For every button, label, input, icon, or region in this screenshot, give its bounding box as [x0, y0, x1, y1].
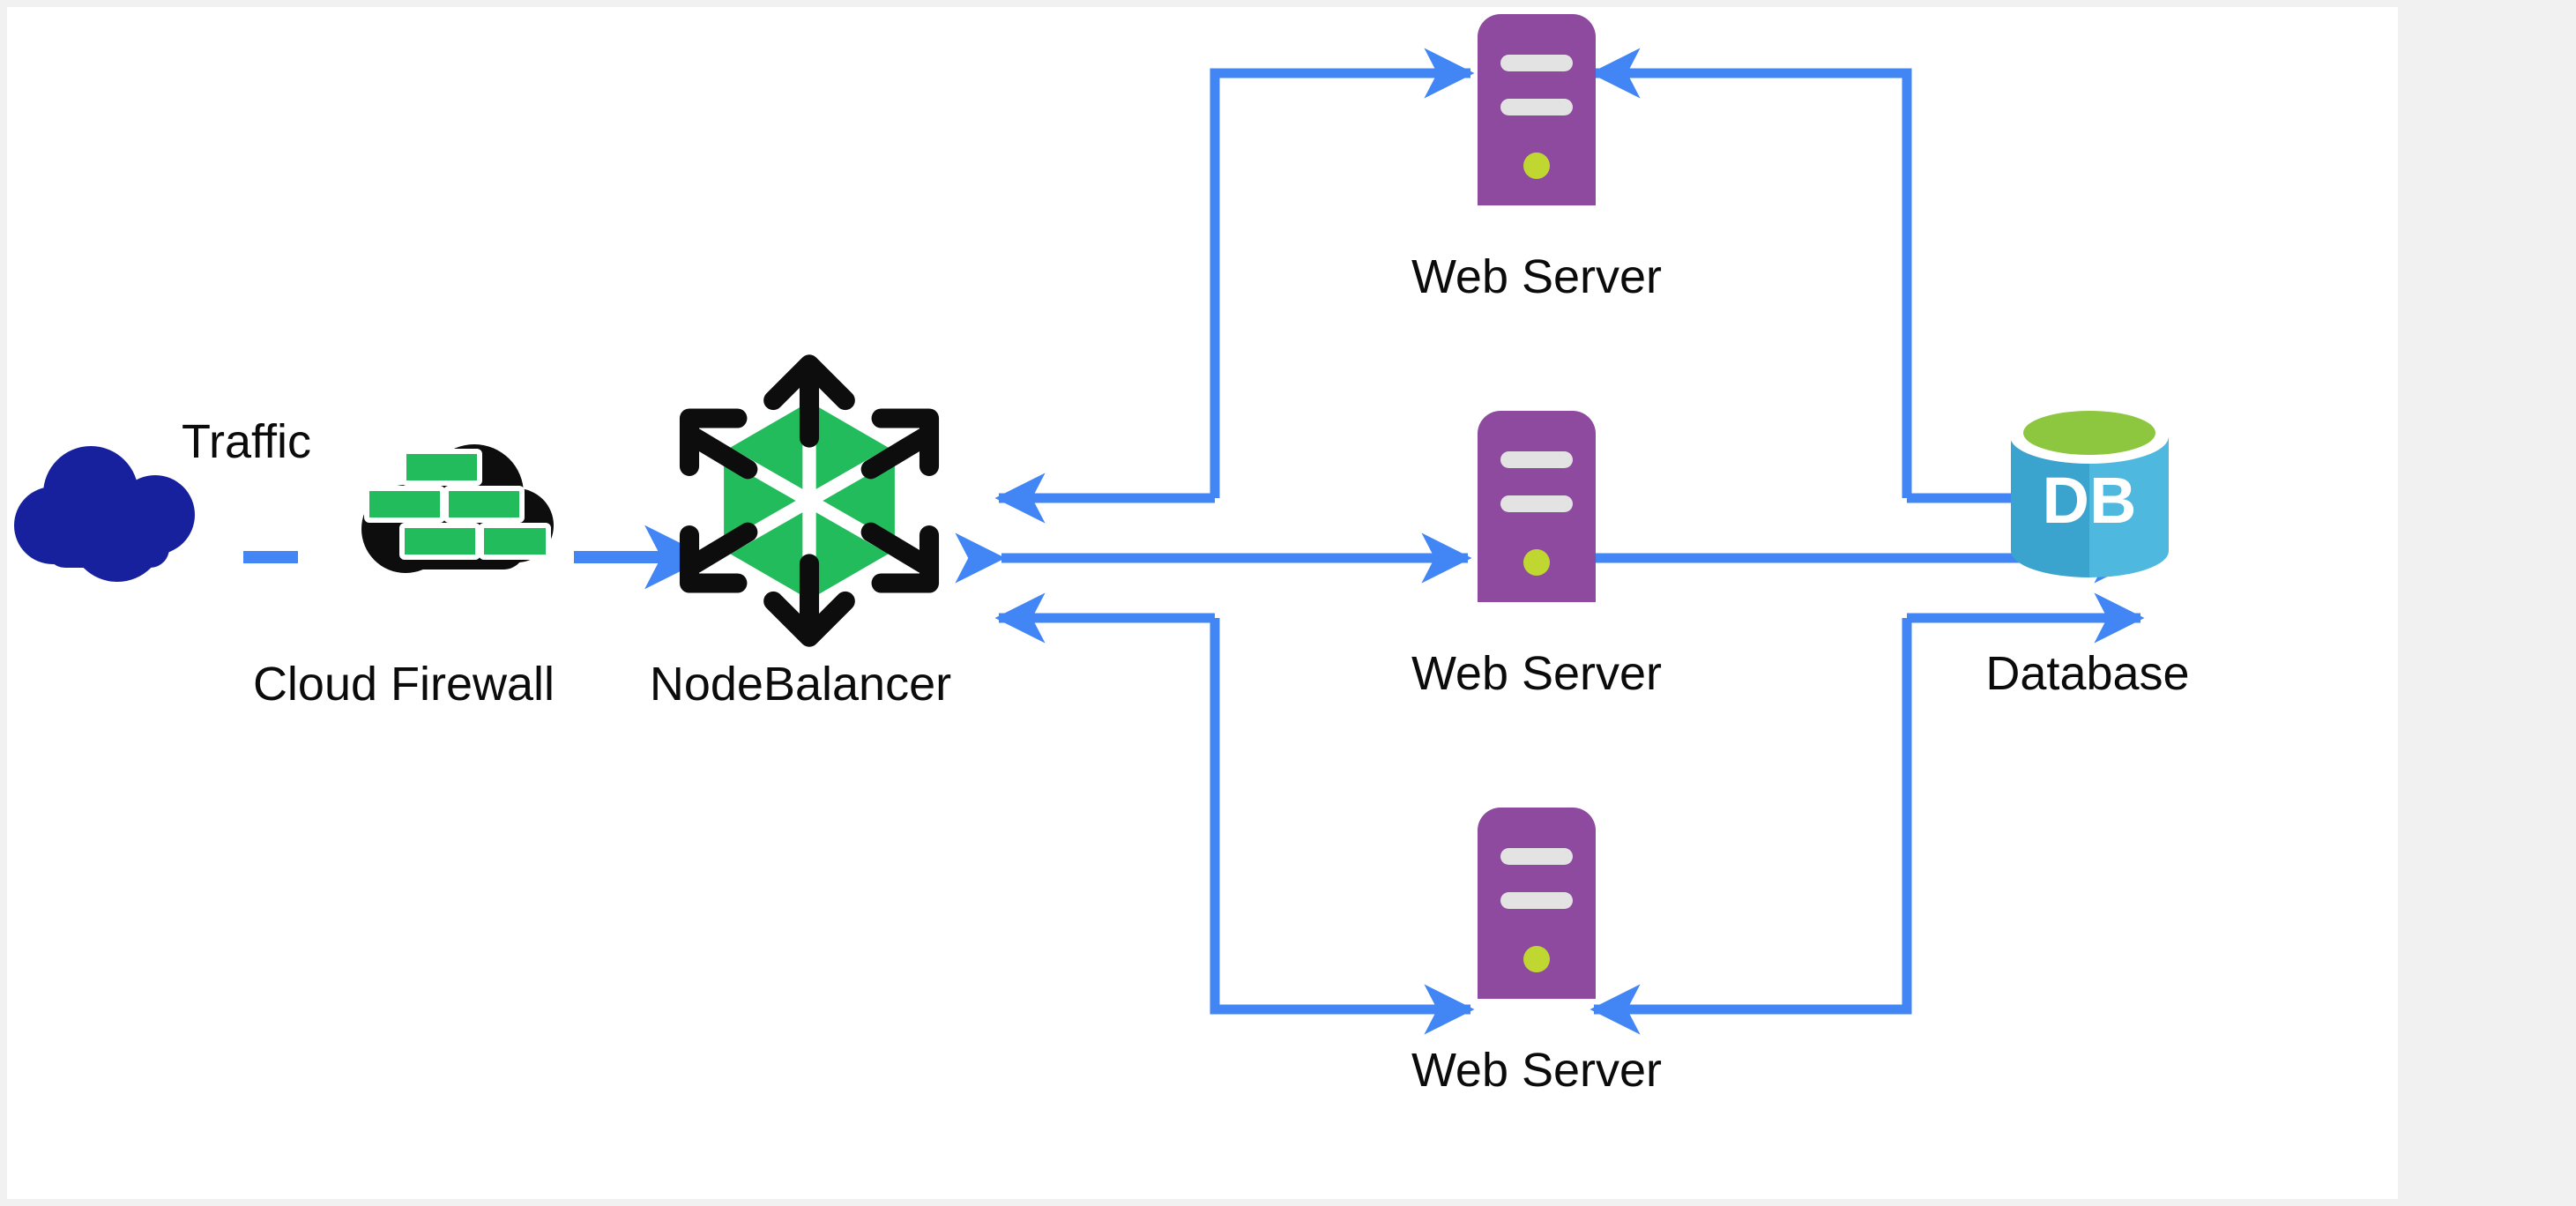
db-text: DB: [2043, 464, 2137, 537]
server-icon: [1478, 14, 1596, 205]
cloud-icon: [14, 446, 195, 582]
web-server-bottom-label: Web Server: [1411, 1044, 1663, 1097]
connector-layer: [243, 48, 2145, 1035]
traffic-label: Traffic: [182, 415, 312, 468]
database-label: Database: [1985, 647, 2190, 700]
connector-db-to-server-bottom: [1590, 618, 1912, 1035]
connector-nb-to-server-top: [1210, 48, 1475, 498]
server-icon: [1478, 808, 1596, 999]
web-server-top-label: Web Server: [1411, 250, 1663, 303]
database-node[interactable]: DB: [1995, 399, 2185, 589]
architecture-diagram: Cloud Firewall: [7, 7, 2398, 1199]
connector-nb-to-server-bottom: [1210, 618, 1475, 1035]
web-server-bottom-node[interactable]: [1470, 800, 1603, 999]
web-server-mid-node[interactable]: [1470, 404, 1603, 602]
web-server-top-node[interactable]: [1470, 7, 1603, 205]
cloud-firewall-node[interactable]: [298, 413, 562, 602]
nodebalancer-label: NodeBalancer: [649, 658, 952, 711]
firewall-icon: [361, 444, 554, 573]
diagram-canvas: Cloud Firewall: [7, 7, 2398, 1199]
connector-db-to-server-top: [1590, 48, 1912, 498]
internet-cloud-node[interactable]: [7, 439, 245, 589]
server-icon: [1478, 411, 1596, 602]
nodebalancer-node[interactable]: [659, 351, 959, 651]
web-server-mid-label: Web Server: [1411, 647, 1663, 700]
cloud-firewall-label: Cloud Firewall: [252, 658, 555, 711]
nodebalancer-icon: [679, 354, 940, 647]
database-icon: DB: [2010, 409, 2169, 577]
